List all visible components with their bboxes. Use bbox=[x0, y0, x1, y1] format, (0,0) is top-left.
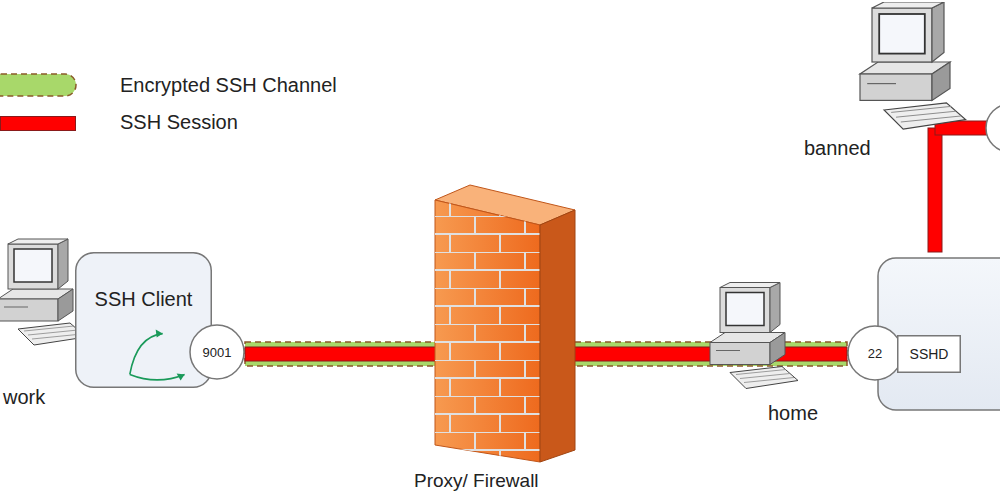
arrow-head bbox=[177, 373, 185, 380]
port-circle: 9001 bbox=[189, 324, 245, 380]
node-outline bbox=[75, 252, 212, 388]
caption-label: work bbox=[3, 386, 45, 409]
ssh-session-line bbox=[928, 128, 942, 252]
legend-sample-tunnel bbox=[0, 74, 76, 96]
port-circle bbox=[986, 104, 1000, 152]
client-box: SSH Client9001 bbox=[75, 252, 212, 388]
port-circle: 22 bbox=[847, 325, 903, 381]
server-box bbox=[878, 258, 1000, 410]
caption-label: Proxy/ Firewall bbox=[414, 470, 539, 492]
caption-label: banned bbox=[804, 137, 871, 160]
legend-text: SSH Session bbox=[120, 111, 238, 134]
work-computer bbox=[0, 239, 86, 345]
curved-arrow bbox=[130, 374, 185, 379]
banned-computer bbox=[860, 2, 966, 129]
node-text: SSHD bbox=[910, 346, 949, 362]
home-computer bbox=[710, 283, 798, 389]
legend-text: Encrypted SSH Channel bbox=[120, 74, 337, 97]
node-text: 22 bbox=[868, 346, 882, 361]
node-text: SSH Client bbox=[95, 288, 193, 311]
arrow-head bbox=[156, 330, 163, 338]
legend-swatch bbox=[0, 116, 76, 131]
caption-label: home bbox=[768, 402, 818, 425]
curved-arrow bbox=[130, 334, 163, 375]
node-text: 9001 bbox=[203, 345, 232, 360]
daemon-box: SSHD bbox=[897, 335, 961, 373]
firewall-wall bbox=[435, 185, 575, 462]
